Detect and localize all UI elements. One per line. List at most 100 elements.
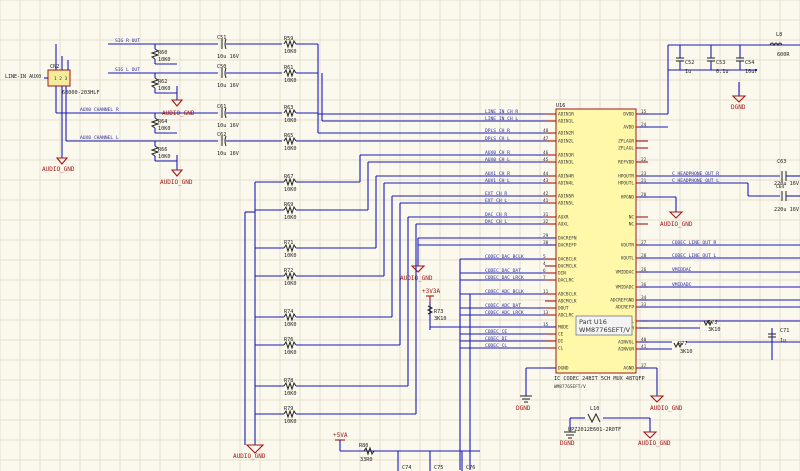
ic-net-label: CODEC_CL xyxy=(485,343,507,349)
res-ref: R65 xyxy=(284,133,293,139)
cn2-ref: CN2 xyxy=(50,64,59,70)
svg-text:1 2 3: 1 2 3 xyxy=(54,76,68,82)
part-tooltip[interactable]: Part U16 WM8776SEFT/V xyxy=(575,315,633,336)
res-value: 10K0 xyxy=(158,154,171,160)
ic-pin-num: 36 xyxy=(641,282,647,288)
ic-pin-name: ADIN4R xyxy=(558,174,574,180)
ic-pin-num: 26 xyxy=(641,267,647,273)
ic-pin-name: ADIN1L xyxy=(558,119,574,125)
tooltip-value: WM8776SEFT/V xyxy=(579,326,631,334)
ic-net-label: CODEC_DAC_DAT xyxy=(485,268,521,274)
cap-value: 10u 16V xyxy=(217,123,239,129)
svg-text:AUDIO_GND: AUDIO_GND xyxy=(650,405,683,412)
ic-pin-name: ZFLAGR xyxy=(618,139,634,145)
svg-text:3K10: 3K10 xyxy=(680,349,693,355)
svg-text:AUDIO_GND: AUDIO_GND xyxy=(42,166,75,173)
cap-ref: C62 xyxy=(217,132,226,138)
ic-pin-name: DGND xyxy=(558,366,569,372)
ic-pin-num: 28 xyxy=(641,253,647,259)
res-value: 10K0 xyxy=(284,419,297,425)
ic-pin-num: 7 xyxy=(543,275,546,281)
ic-net-label: AUX1_CH_L xyxy=(485,178,510,184)
ic-net-label: C_HEADPHONE_OUT_R xyxy=(672,171,719,177)
cap-value: 1u xyxy=(685,69,691,75)
res-ref: R71 xyxy=(284,240,293,246)
cap-ref: C52 xyxy=(685,60,694,66)
res-value: 10K0 xyxy=(284,118,297,124)
cap-value: 10u 16V xyxy=(217,54,239,60)
res-value: 10K0 xyxy=(284,146,297,152)
ic-pin-name: HPGND xyxy=(621,195,635,201)
svg-text:R73: R73 xyxy=(434,309,443,315)
res-ref: R74 xyxy=(284,309,293,315)
res-value: 10K0 xyxy=(284,187,297,193)
capacitor-c71[interactable]: C71 1u xyxy=(768,328,789,360)
ic-pin-num: 41 xyxy=(543,198,549,204)
ic-pin-name: ADIN3L xyxy=(558,160,574,166)
ic-pin-name: HPOUTL xyxy=(618,181,634,187)
svg-text:DGND: DGND xyxy=(731,104,746,111)
svg-text:+3V3A: +3V3A xyxy=(422,288,440,295)
cap-value: 10u 16V xyxy=(217,151,239,157)
res-ref: R67 xyxy=(284,174,293,180)
ic-net-label: C_HEADPHONE_OUT_L xyxy=(672,178,719,184)
resistor-r75[interactable]: R75 3K10 xyxy=(640,319,721,333)
ic-pin-name: ADIN5R xyxy=(558,194,574,200)
ic-pin-num: 22 xyxy=(641,157,647,163)
ic-pin-num: 41 xyxy=(641,344,647,350)
res-value: 10K0 xyxy=(284,281,297,287)
svg-text:R77: R77 xyxy=(678,341,687,347)
ic-pin-name: AUXL xyxy=(558,222,569,228)
res-ref: R66 xyxy=(158,147,167,153)
cap-value: 10u 16V xyxy=(217,83,239,89)
svg-text:L8: L8 xyxy=(776,32,782,38)
net-label: AUX0 CHANNEL L xyxy=(80,135,119,141)
ic-net-label: CODEC_ADC_BCLK xyxy=(485,289,524,295)
ic-pin-name: AGND xyxy=(623,366,634,372)
ic-net-label: VMIDDAC xyxy=(672,267,692,273)
ic-pin-num: 37 xyxy=(641,363,647,369)
audio-gnd-2: AUDIO_GND xyxy=(160,155,193,186)
ic-pin-name: CE xyxy=(558,332,564,338)
ic-pin-name: ADIN4L xyxy=(558,181,574,187)
ic-pin-num: 13 xyxy=(543,310,549,316)
svg-text:AUDIO_GND: AUDIO_GND xyxy=(638,440,671,447)
cap-ref: C74 xyxy=(402,465,411,471)
ic-ref: U16 xyxy=(556,103,565,109)
res-value: 10K0 xyxy=(284,78,297,84)
resistor-r77[interactable]: R77 3K10 xyxy=(640,341,693,355)
ic-pin-name: DVDD xyxy=(623,112,634,118)
cap-ref: C51 xyxy=(217,35,226,41)
ic-pin-name: DIN xyxy=(558,271,566,277)
ic-pin-name: ADCREFGND xyxy=(610,298,634,304)
ic-title: IC CODEC 24BIT 5CH MUX 48TQFP xyxy=(554,376,645,382)
inductor-l10[interactable]: L10 UPZ2012E601-2R0TF DGND AUDIO_GND xyxy=(560,406,671,447)
ic-pin-name: ADCLRC xyxy=(558,313,574,319)
ic-pin-num: 46 xyxy=(543,150,549,156)
ic-net-label: CODEC_DAC_LRCK xyxy=(485,275,524,281)
ic-net-label: AUX0_CH_R xyxy=(485,150,510,156)
svg-text:3K10: 3K10 xyxy=(434,316,447,322)
ic-pin-num: 5 xyxy=(543,254,546,260)
svg-text:L10: L10 xyxy=(590,406,599,412)
ic-pin-name: ZFLAGL xyxy=(618,146,634,152)
ic-net-label: DAC_CH_R xyxy=(485,212,507,218)
res-ref: R61 xyxy=(284,65,293,71)
res-value: 10K0 xyxy=(284,322,297,328)
svg-text:C71: C71 xyxy=(780,328,789,334)
ic-pin-num: 21 xyxy=(641,178,647,184)
ic-net-label: LINE_IN_CH_L xyxy=(485,116,518,122)
audio-gnd-1: AUDIO_GND xyxy=(162,86,195,117)
ic-pin-name: DACBCLK xyxy=(558,257,577,263)
ic-pin-name: DACREFN xyxy=(558,236,577,242)
res-ref: R69 xyxy=(284,202,293,208)
res-value: 10K0 xyxy=(284,391,297,397)
svg-text:AUDIO_GND: AUDIO_GND xyxy=(660,221,693,228)
svg-text:AUDIO_GND: AUDIO_GND xyxy=(162,110,195,117)
agnd-symbol: AUDIO_GND xyxy=(640,367,683,412)
res-ref: R60 xyxy=(158,50,167,56)
ic-net-label: EXT_CH_L xyxy=(485,198,507,204)
ic-net-label: CODEC_DAC_BCLK xyxy=(485,254,524,260)
